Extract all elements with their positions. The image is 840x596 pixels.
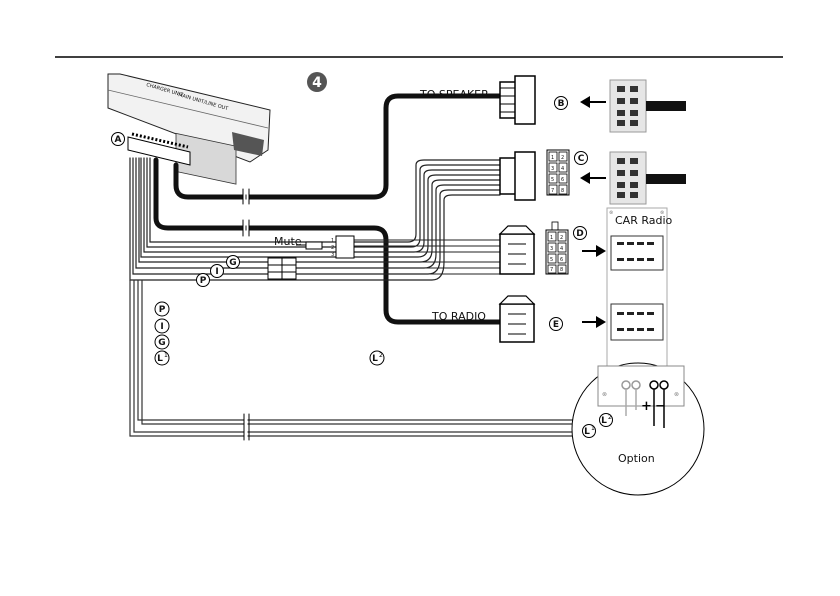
svg-text:8: 8 (560, 267, 563, 273)
mute-pin: 3 (331, 252, 334, 258)
svg-text:1: 1 (591, 425, 595, 432)
svg-text:L: L (601, 416, 607, 426)
option-label: Option (618, 452, 655, 465)
marker-p: P (197, 274, 210, 287)
legend-marker-g: G (155, 335, 169, 349)
option-minus-terminal: − (655, 399, 666, 414)
svg-text:D: D (576, 229, 583, 239)
connector-d-plug (500, 226, 534, 274)
marker-e: E (550, 318, 563, 331)
arrow-d-icon (582, 245, 606, 257)
svg-text:2: 2 (560, 235, 563, 241)
mute-pin: 2 (331, 245, 334, 251)
svg-text:7: 7 (551, 188, 554, 194)
marker-a: A (112, 133, 125, 146)
svg-text:1: 1 (551, 155, 554, 161)
mute-label: Mute (274, 235, 302, 248)
svg-text:2: 2 (608, 414, 612, 421)
legend-marker-i: I (155, 319, 169, 333)
svg-text:L: L (372, 354, 378, 364)
svg-text:A: A (115, 135, 122, 145)
svg-text:8: 8 (561, 188, 564, 194)
svg-text:4: 4 (561, 166, 564, 172)
main-unit: CHARGER UNIT MAIN UNIT/LINE OUT (108, 74, 270, 184)
svg-text:5: 5 (550, 257, 553, 263)
legend-marker-p: P (155, 302, 169, 316)
svg-text:⊗: ⊗ (674, 391, 679, 398)
svg-text:1: 1 (550, 235, 553, 241)
svg-text:G: G (158, 338, 165, 348)
marker-l2-option: L 2 (600, 414, 613, 427)
svg-text:P: P (159, 305, 166, 315)
svg-text:1: 1 (164, 352, 168, 359)
car-radio-box: ⊗ ⊗ (607, 208, 667, 370)
svg-text:E: E (553, 320, 559, 330)
svg-text:4: 4 (312, 75, 322, 91)
svg-text:G: G (229, 258, 236, 268)
to-radio-label: TO RADIO (431, 310, 486, 323)
option-plus-terminal: + (641, 399, 652, 414)
svg-text:2: 2 (379, 352, 383, 359)
arrow-e-icon (582, 316, 606, 328)
svg-text:4: 4 (560, 246, 563, 252)
marker-c: C (575, 152, 588, 165)
svg-text:⊗: ⊗ (602, 391, 607, 398)
connector-e-plug (500, 296, 534, 342)
vehicle-socket-b (610, 80, 686, 132)
arrow-c-icon (580, 172, 606, 184)
marker-b: B (555, 97, 568, 110)
svg-text:L: L (584, 427, 590, 437)
svg-text:3: 3 (550, 246, 553, 252)
arrow-b-icon (580, 96, 606, 108)
marker-g: G (227, 256, 240, 269)
svg-text:P: P (200, 276, 207, 286)
svg-text:I: I (215, 267, 218, 277)
svg-text:I: I (160, 322, 163, 332)
marker-l1-option: L 1 (583, 425, 596, 438)
svg-text:B: B (558, 99, 565, 109)
svg-text:5: 5 (551, 177, 554, 183)
car-radio-label: CAR Radio (615, 214, 673, 227)
connector-b-plug (500, 76, 535, 124)
pin-grid-c: 1 2 3 4 5 6 7 8 (547, 150, 569, 195)
pin-grid-d: 1 2 3 4 5 6 7 8 (546, 222, 568, 274)
svg-text:C: C (578, 154, 585, 164)
svg-text:L: L (157, 354, 163, 364)
connector-c-plug (500, 152, 535, 200)
marker-i: I (211, 265, 224, 278)
svg-text:6: 6 (560, 257, 563, 263)
svg-text:⊗: ⊗ (609, 210, 613, 216)
svg-text:7: 7 (550, 267, 553, 273)
mute-pin: 1 (331, 238, 334, 244)
step-badge: 4 (307, 72, 327, 92)
svg-text:6: 6 (561, 177, 564, 183)
legend-marker-l2: L 2 (370, 351, 384, 365)
inline-connectors (268, 258, 296, 279)
to-speaker-label: TO SPEAKER (419, 88, 489, 101)
svg-text:2: 2 (561, 155, 564, 161)
vehicle-socket-c (610, 152, 686, 204)
legend-marker-l1: L 1 (155, 351, 169, 365)
svg-text:3: 3 (551, 166, 554, 172)
marker-d: D (574, 227, 587, 240)
